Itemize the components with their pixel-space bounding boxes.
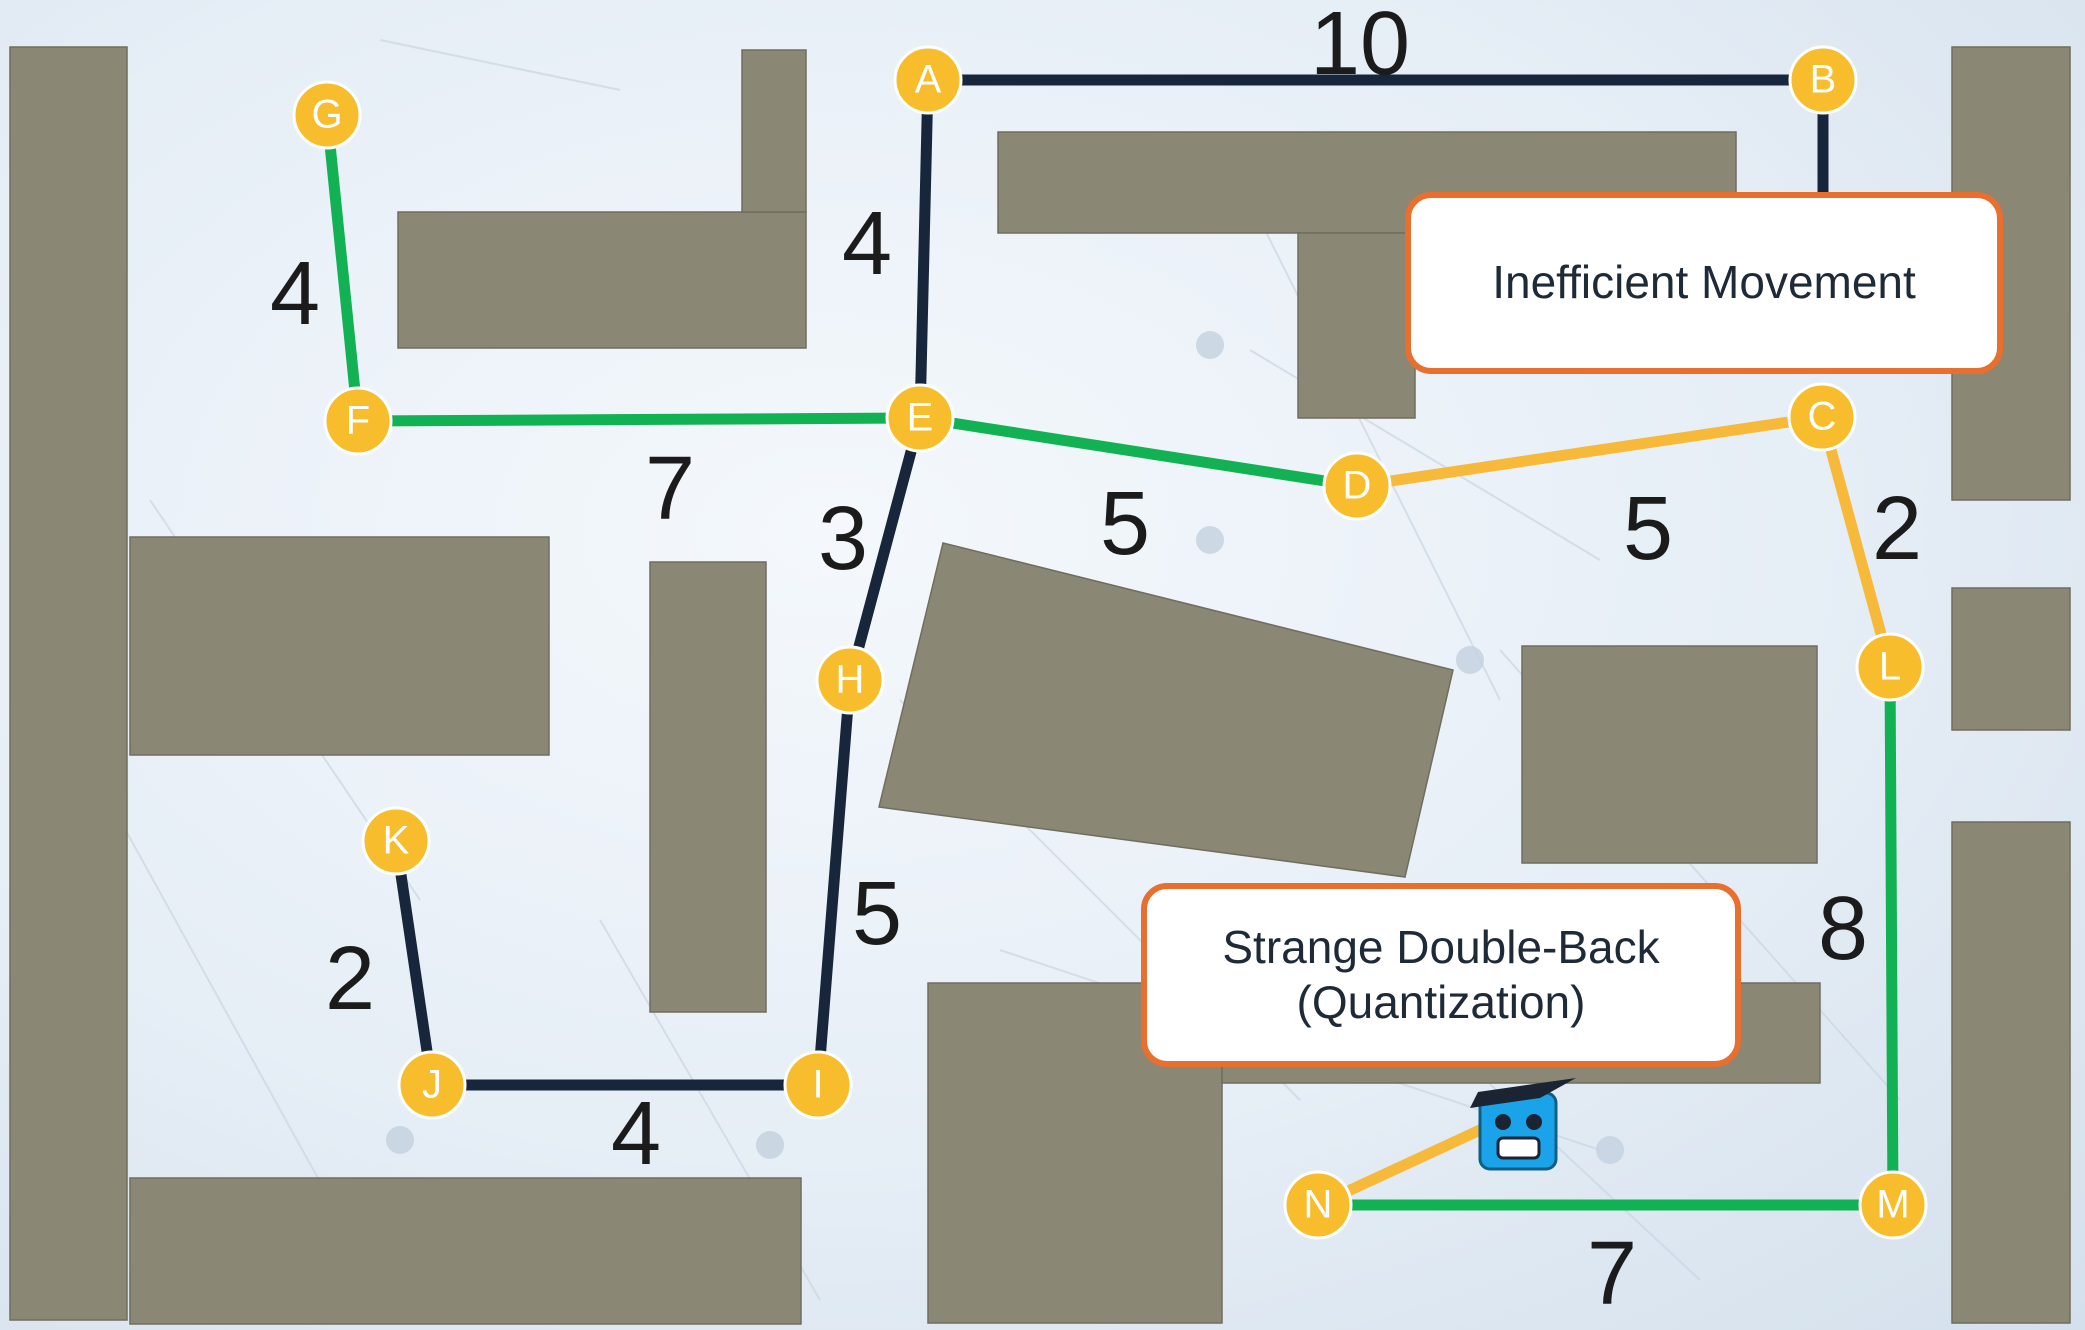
edges-layer (321, 74, 1899, 1211)
inefficient-movement-callout: Inefficient Movement (1405, 192, 2003, 374)
texture-line (1249, 199, 1501, 701)
node-label: H (836, 658, 865, 702)
node-K: K (361, 806, 431, 876)
node-H: H (815, 645, 885, 715)
node-label: N (1304, 1183, 1333, 1227)
edge-weight-G-F: 4 (270, 244, 320, 344)
building (9, 46, 128, 1321)
edge-L-M (1884, 661, 1899, 1211)
node-G: G (292, 80, 362, 150)
node-B: B (1788, 45, 1858, 115)
node-label: I (812, 1063, 823, 1107)
node-label: D (1343, 464, 1372, 508)
building-tilted (878, 542, 1454, 878)
double-back-callout: Strange Double-Back (Quantization) (1141, 883, 1741, 1067)
texture-line (379, 39, 621, 91)
node-label: C (1808, 395, 1837, 439)
texture-dot (1196, 331, 1224, 359)
edge-weight-F-E: 7 (645, 439, 695, 539)
node-F: F (323, 386, 393, 456)
building (129, 1177, 802, 1325)
robot-eye (1526, 1114, 1542, 1130)
node-label: F (346, 399, 370, 443)
node-label: K (383, 819, 410, 863)
node-L: L (1855, 632, 1925, 702)
building (1951, 821, 2071, 1324)
building (741, 49, 807, 213)
double-back-label-line2: (Quantization) (1296, 976, 1586, 1028)
edge-weight-E-D: 5 (1100, 474, 1150, 574)
inefficient-movement-label: Inefficient Movement (1492, 256, 1916, 309)
texture-dot (1596, 1136, 1624, 1164)
edge-weight-D-C: 5 (1623, 479, 1673, 579)
robot-hat (1470, 1078, 1576, 1108)
edge-weight-H-I: 5 (852, 864, 902, 964)
node-J: J (397, 1050, 467, 1120)
node-label: A (915, 58, 942, 102)
node-D: D (1322, 451, 1392, 521)
edge-weight-E-H: 3 (818, 489, 868, 589)
edge-C-L (1816, 411, 1896, 673)
edge-weight-M-N: 7 (1587, 1224, 1637, 1324)
node-label: E (907, 396, 934, 440)
edge-E-D (914, 412, 1363, 492)
building (1521, 645, 1818, 864)
node-E: E (885, 383, 955, 453)
edge-E-H (844, 412, 926, 686)
node-C: C (1787, 382, 1857, 452)
edge-weight-L-M: 8 (1818, 879, 1868, 979)
edge-A-E (914, 74, 934, 424)
edge-G-F (321, 109, 364, 427)
node-A: A (893, 45, 963, 115)
edge-D-C (1351, 411, 1828, 492)
edge-J-K (390, 835, 438, 1091)
buildings-layer (9, 46, 2071, 1325)
building (1297, 232, 1416, 419)
edge-H-I (812, 674, 856, 1091)
texture-dot (1196, 526, 1224, 554)
node-label: M (1876, 1183, 1909, 1227)
nodes-layer: A B C D E F G H I J K L M N (292, 45, 1928, 1240)
edge-weights-layer: 10 4 3 5 4 2 4 7 5 5 2 8 7 (270, 0, 1922, 1324)
double-back-label-line1: Strange Double-Back (1222, 920, 1660, 973)
building (129, 536, 550, 756)
robot-mouth (1496, 1136, 1541, 1160)
node-label: G (311, 93, 342, 137)
texture-dot (1456, 646, 1484, 674)
node-label: L (1879, 645, 1901, 689)
building (649, 561, 767, 1013)
edge-weight-A-B: 10 (1310, 0, 1410, 94)
node-M: M (1858, 1170, 1928, 1240)
edge-F-E (352, 412, 926, 427)
edge-weight-C-L: 2 (1872, 479, 1922, 579)
node-label: J (422, 1063, 442, 1107)
building (1951, 587, 2071, 731)
node-label: B (1810, 58, 1837, 102)
robot-eye (1495, 1114, 1511, 1130)
background-network-texture (119, 39, 1901, 1301)
edge-weight-J-K: 2 (325, 929, 375, 1029)
node-I: I (783, 1050, 853, 1120)
texture-dot (386, 1126, 414, 1154)
edge-weight-I-J: 4 (611, 1084, 661, 1184)
building (397, 211, 807, 349)
texture-line (119, 819, 331, 1201)
node-N: N (1283, 1170, 1353, 1240)
robot-icon (1470, 1078, 1576, 1171)
texture-dot (756, 1131, 784, 1159)
edge-weight-A-E: 4 (842, 194, 892, 294)
